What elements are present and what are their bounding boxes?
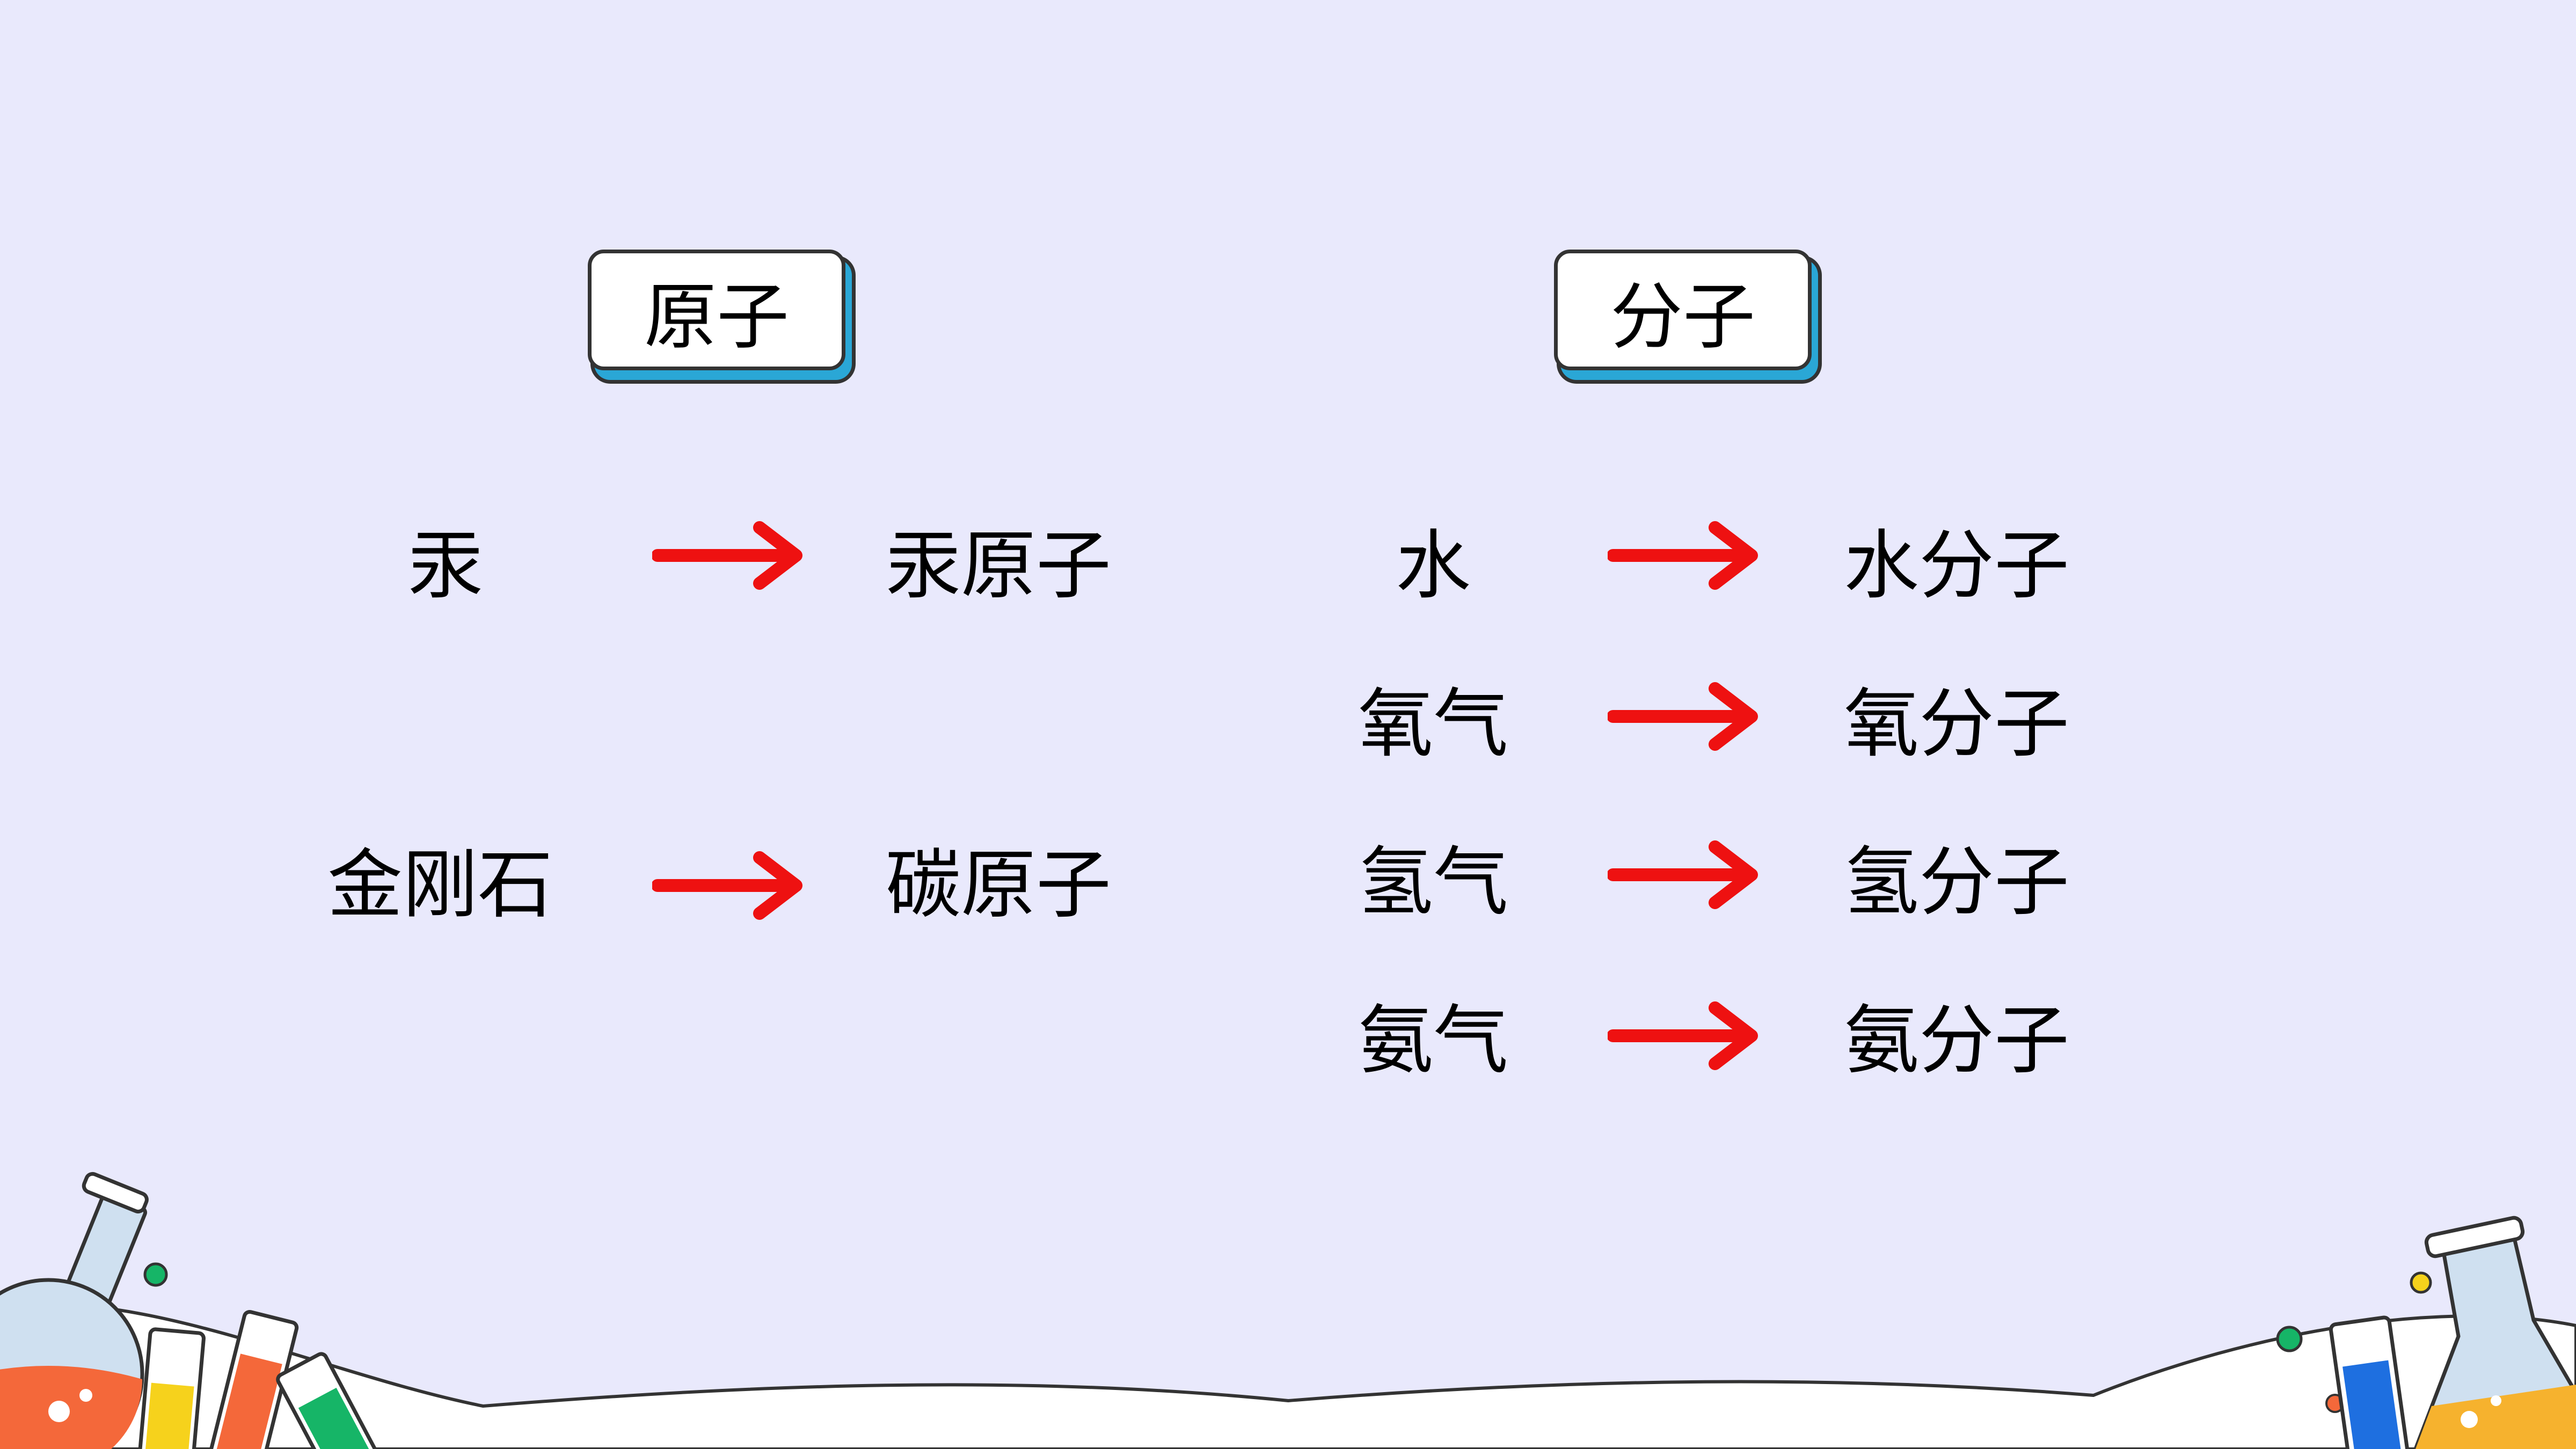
test-tube-icon: [276, 1352, 382, 1449]
substance-hydrogen: 氢气: [1358, 839, 1509, 926]
molecule-header: 分子: [1554, 250, 1812, 370]
substance-ammonia: 氨气: [1358, 997, 1509, 1085]
test-tube-icon: [207, 1309, 299, 1449]
round-flask-icon: [0, 1172, 149, 1449]
particle-mercury-atom: 汞原子: [886, 522, 1112, 610]
substance-diamond: 金刚石: [327, 841, 553, 929]
particle-carbon-atom: 碳原子: [886, 841, 1112, 929]
substance-water: 水: [1396, 522, 1471, 610]
erlenmeyer-flask-icon: [2413, 1216, 2576, 1449]
test-tube-icon: [137, 1327, 206, 1449]
particle-hydrogen-molecule: 氢分子: [1844, 839, 2070, 926]
particle-oxygen-molecule: 氧分子: [1844, 680, 2070, 768]
atom-header: 原子: [588, 250, 845, 370]
bubble-icon: [2325, 1394, 2345, 1413]
test-tube-icon: [2329, 1315, 2412, 1449]
arrow-right-icon: [1608, 682, 1758, 751]
arrow-right-icon: [652, 521, 802, 590]
arrow-right-icon: [1608, 1001, 1758, 1070]
arrow-right-icon: [1608, 521, 1758, 590]
particle-ammonia-molecule: 氨分子: [1844, 997, 2070, 1085]
bubble-icon: [143, 1262, 168, 1287]
arrow-right-icon: [1608, 840, 1758, 909]
substance-oxygen: 氧气: [1358, 680, 1509, 768]
arrow-right-icon: [652, 851, 802, 920]
bubble-icon: [2410, 1271, 2432, 1294]
cloud-ground: [0, 1302, 2576, 1449]
bubble-icon: [2276, 1326, 2303, 1352]
substance-mercury: 汞: [408, 522, 484, 610]
particle-water-molecule: 水分子: [1844, 522, 2070, 610]
